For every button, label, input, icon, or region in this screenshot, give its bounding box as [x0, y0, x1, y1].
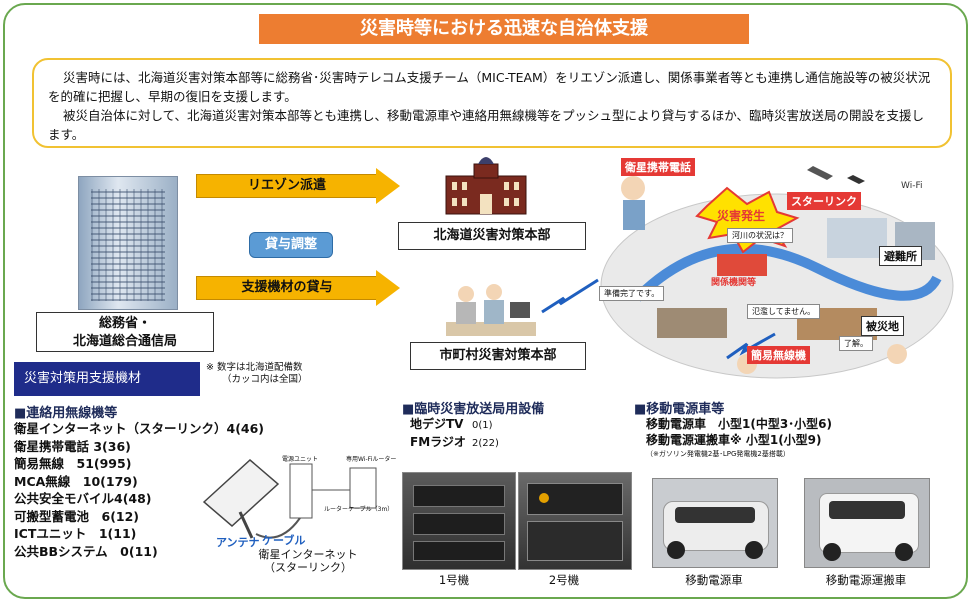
broadcast-unit-1-photo — [402, 472, 516, 570]
broadcast-item-name: FMラジオ — [410, 435, 466, 449]
equipment-note-line2: （カッコ内は全国） — [222, 374, 308, 385]
power-transport-vehicle-caption: 移動電源運搬車 — [825, 573, 907, 587]
starlink-unit-label: 電源ユニット — [282, 456, 319, 463]
summary-paragraph-1: 災害時には、北海道災害対策本部等に総務省･災害時テレコム支援チーム（MIC-TE… — [48, 70, 931, 104]
equipment-note-line1: ※ 数字は北海道配備数 — [206, 362, 303, 373]
starlink-caption-line2: （スターリンク） — [264, 561, 352, 574]
equipment-loan-label: 支援機材の貸与 — [241, 280, 333, 295]
municipal-hq-box: 市町村災害対策本部 — [410, 342, 586, 370]
power-transport-vehicle-photo — [804, 478, 930, 568]
prefectural-office-icon — [445, 157, 527, 215]
broadcast-unit-2-caption: 2号機 — [548, 573, 580, 587]
cable-label: ケーブル — [262, 534, 306, 547]
source-org-line1: 総務省・ — [98, 316, 151, 331]
broadcast-item-count: 0(1) — [472, 420, 493, 431]
broadcast-item-count: 2(22) — [472, 438, 499, 449]
summary-paragraph-2: 被災自治体に対して、北海道災害対策本部等とも連携し、移動電源車や連絡用無線機等を… — [48, 108, 925, 142]
power-category-heading: ■移動電源車等 — [634, 402, 725, 417]
radio-item: ICTユニット 1(11) — [14, 526, 137, 541]
radio-item: 衛星携帯電話 3(36) — [14, 438, 131, 454]
no-flood-bubble: 氾濫してません。 — [747, 304, 821, 319]
starlink-label: スターリンク — [787, 192, 861, 210]
broadcast-category-heading: ■臨時災害放送局用設備 — [402, 402, 545, 417]
starlink-cable-spec-label: ルーターケーブル（3m） — [324, 506, 394, 513]
shelter-label: 避難所 — [879, 246, 922, 266]
wifi-label: Wi-Fi — [901, 181, 923, 191]
municipal-staff-icon — [446, 284, 536, 336]
source-org-line2: 北海道総合通信局 — [72, 334, 177, 349]
power-item: 移動電源運搬車※ 小型1(小型9) — [646, 433, 822, 447]
starlink-caption: 衛星インターネット （スターリンク） — [248, 548, 368, 574]
page-title: 災害時等における迅速な自治体支援 — [259, 14, 749, 44]
broadcast-list: 地デジTV 0(1) FMラジオ 2(22) — [410, 416, 499, 452]
prefectural-hq-box: 北海道災害対策本部 — [398, 222, 586, 250]
org-label: 関係機関等 — [711, 278, 757, 288]
starlink-router-label: 専用Wi-Fiルーター — [346, 456, 397, 463]
river-question-bubble: 河川の状況は？ — [727, 228, 793, 243]
simple-radio-label: 簡易無線機 — [747, 346, 810, 364]
equipment-section-header: 災害対策用支援機材 — [14, 362, 200, 396]
ok-bubble: 了解。 — [839, 336, 873, 351]
radio-item: 簡易無線 51(995) — [14, 456, 132, 471]
disaster-scene-illustration: 衛星携帯電話 スターリンク Wi-Fi 災害発生 河川の状況は？ 関係機関等 準… — [597, 158, 957, 386]
ready-bubble: 準備完了です。 — [599, 286, 665, 301]
antenna-label: アンテナ — [216, 536, 260, 549]
coordination-badge: 貸与調整 — [249, 232, 333, 258]
starlink-caption-line1: 衛星インターネット — [258, 548, 358, 561]
radio-category-heading: ■連絡用無線機等 — [14, 406, 118, 421]
power-item: 移動電源車 小型1(中型3･小型6) — [646, 417, 833, 431]
broadcast-item: 地デジTV 0(1) — [410, 416, 499, 434]
broadcast-unit-1-caption: 1号機 — [438, 573, 470, 587]
broadcast-item-name: 地デジTV — [410, 417, 464, 431]
outer-frame — [3, 3, 968, 599]
radio-item: 公共安全モバイル4(48) — [14, 491, 152, 506]
starlink-kit-illustration — [202, 458, 377, 539]
broadcast-item: FMラジオ 2(22) — [410, 434, 499, 452]
equipment-loan-arrow: 支援機材の貸与 — [196, 270, 400, 306]
mobile-power-vehicle-caption: 移動電源車 — [685, 573, 743, 587]
mobile-power-vehicle-photo — [652, 478, 778, 568]
summary-box: 災害時には、北海道災害対策本部等に総務省･災害時テレコム支援チーム（MIC-TE… — [32, 58, 952, 148]
radio-item: MCA無線 10(179) — [14, 473, 138, 489]
broadcast-unit-2-photo — [518, 472, 632, 570]
radio-link-icon — [541, 278, 599, 314]
disaster-label: 災害発生 — [717, 209, 766, 223]
power-vehicle-list: 移動電源車 小型1(中型3･小型6) 移動電源運搬車※ 小型1(小型9) — [646, 416, 832, 448]
source-org-box: 総務省・ 北海道総合通信局 — [36, 312, 214, 352]
affected-area-label: 被災地 — [861, 316, 904, 336]
radio-item: 公共BBシステム 0(11) — [14, 543, 158, 559]
equipment-note: ※ 数字は北海道配備数 （カッコ内は全国） — [206, 362, 308, 386]
liaison-arrow: リエゾン派遣 — [196, 168, 400, 204]
liaison-label: リエゾン派遣 — [247, 178, 326, 193]
radio-item: 衛星インターネット（スターリンク）4(46) — [14, 421, 265, 436]
sat-phone-label: 衛星携帯電話 — [621, 158, 695, 176]
radio-equipment-list: 衛星インターネット（スターリンク）4(46) 衛星携帯電話 3(36) 簡易無線… — [14, 420, 264, 560]
ministry-building-image — [78, 176, 178, 310]
power-footnote: （※ガソリン発電機2基･LPG発電機2基搭載） — [646, 450, 790, 458]
radio-item: 可搬型蓄電池 6(12) — [14, 508, 140, 524]
